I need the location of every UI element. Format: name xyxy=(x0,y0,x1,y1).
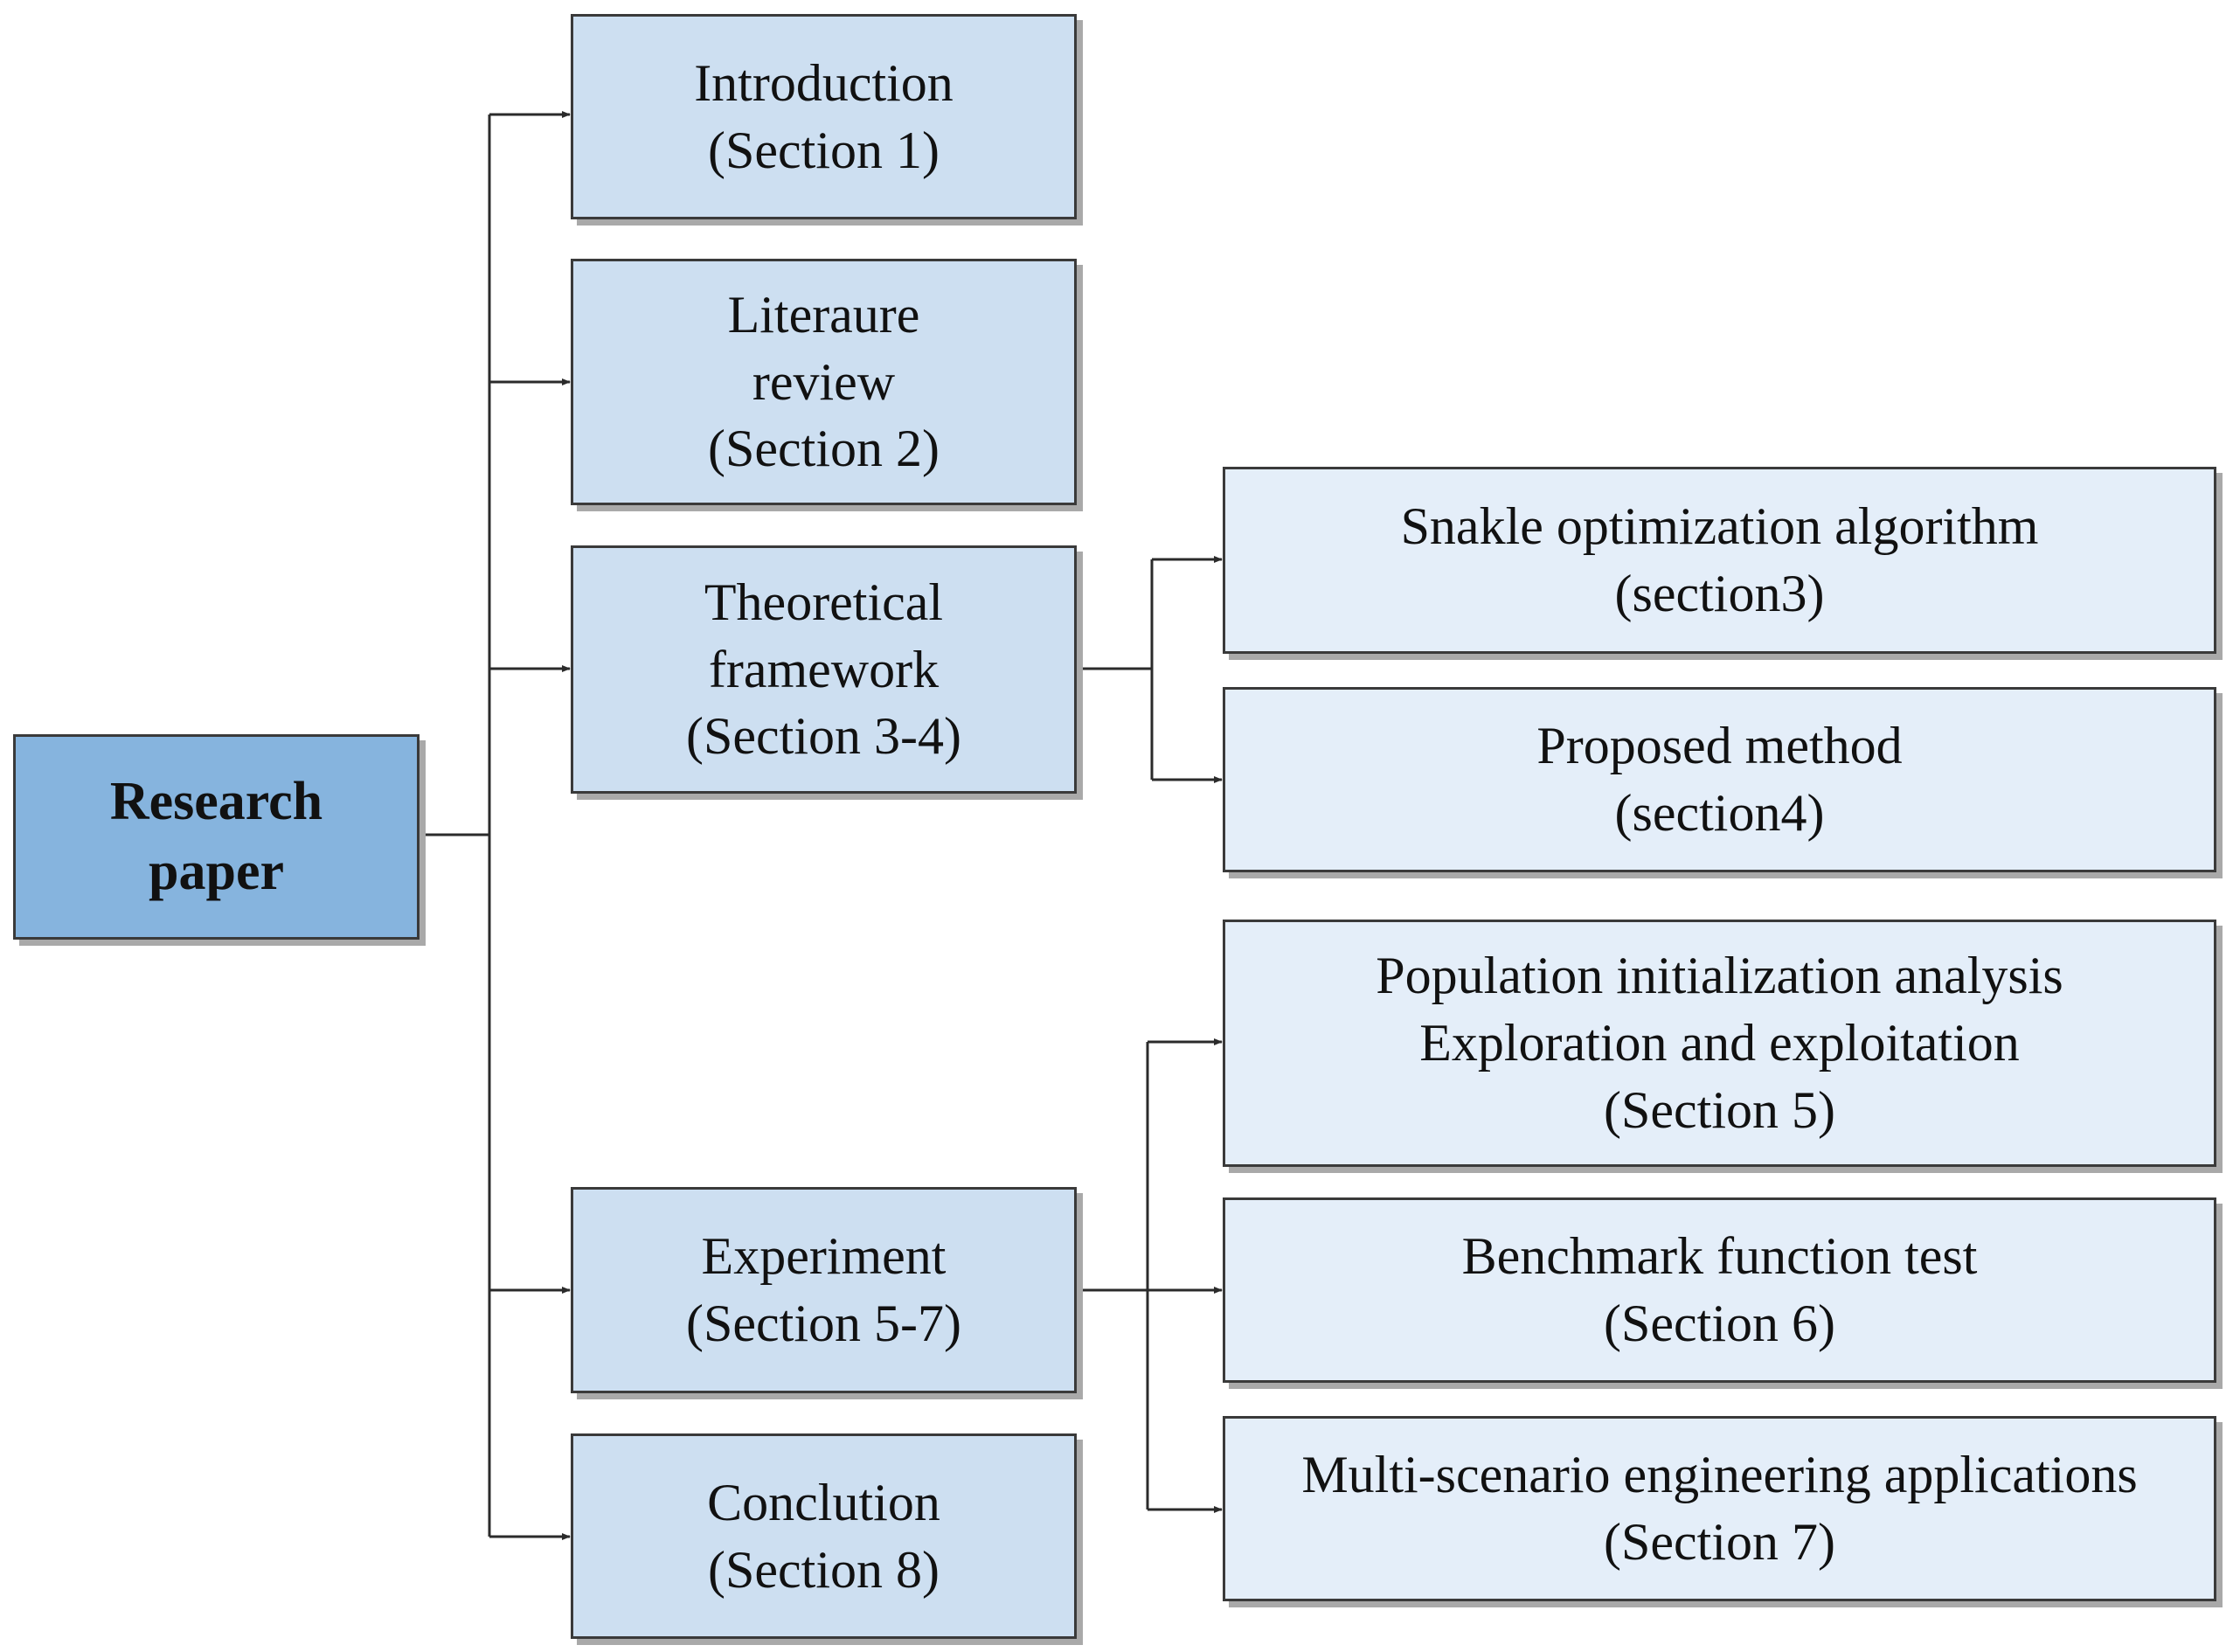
node-text-line: (Section 2) xyxy=(708,420,940,478)
node-text-line: Multi-scenario engineering applications xyxy=(1301,1446,2138,1504)
node-text-line: Experiment xyxy=(701,1227,947,1286)
node-text-line: Research xyxy=(109,772,323,832)
node-text-line: Conclution xyxy=(707,1473,940,1531)
node-text-line: Theoretical xyxy=(704,573,944,631)
node-text-line: (Section 1) xyxy=(708,121,940,179)
node-experiment: Experiment (Section 5-7) xyxy=(571,1187,1077,1393)
node-literature-review: Literaure review (Section 2) xyxy=(571,259,1077,505)
node-text-line: (Section 5) xyxy=(1604,1080,1835,1139)
node-multi-scenario-engineering-applications: Multi-scenario engineering applications … xyxy=(1223,1416,2216,1601)
node-theoretical-framework: Theoretical framework (Section 3-4) xyxy=(571,545,1077,794)
node-text-line: (Section 5-7) xyxy=(686,1295,961,1352)
node-text-line: review xyxy=(752,352,896,411)
node-population-initialization-analysis: Population initialization analysis Explo… xyxy=(1223,920,2216,1167)
node-text-line: Proposed method xyxy=(1536,717,1903,775)
node-text-line: Exploration and exploitation xyxy=(1419,1014,2020,1072)
node-conclusion: Conclution (Section 8) xyxy=(571,1433,1077,1639)
node-text-line: (Section 6) xyxy=(1604,1295,1835,1352)
node-text-line: paper xyxy=(149,841,284,901)
node-text-line: (Section 8) xyxy=(708,1540,940,1599)
node-benchmark-function-test: Benchmark function test (Section 6) xyxy=(1223,1197,2216,1383)
node-text-line: Benchmark function test xyxy=(1461,1227,1978,1286)
node-introduction: Introduction (Section 1) xyxy=(571,14,1077,219)
node-text-line: (section4) xyxy=(1614,784,1825,842)
node-snake-optimization-algorithm: Snakle optimization algorithm (section3) xyxy=(1223,467,2216,654)
node-text-line: Introduction xyxy=(694,53,954,112)
node-text-line: (Section 7) xyxy=(1604,1513,1835,1571)
node-text-line: framework xyxy=(708,640,940,698)
node-text-line: Population initialization analysis xyxy=(1376,947,2063,1005)
node-text-line: Snakle optimization algorithm xyxy=(1400,497,2039,556)
root-node-research-paper: Research paper xyxy=(13,734,420,940)
node-text-line: (section3) xyxy=(1614,565,1825,622)
node-text-line: Literaure xyxy=(727,285,920,344)
node-text-line: (Section 3-4) xyxy=(686,707,961,766)
node-proposed-method: Proposed method (section4) xyxy=(1223,687,2216,872)
